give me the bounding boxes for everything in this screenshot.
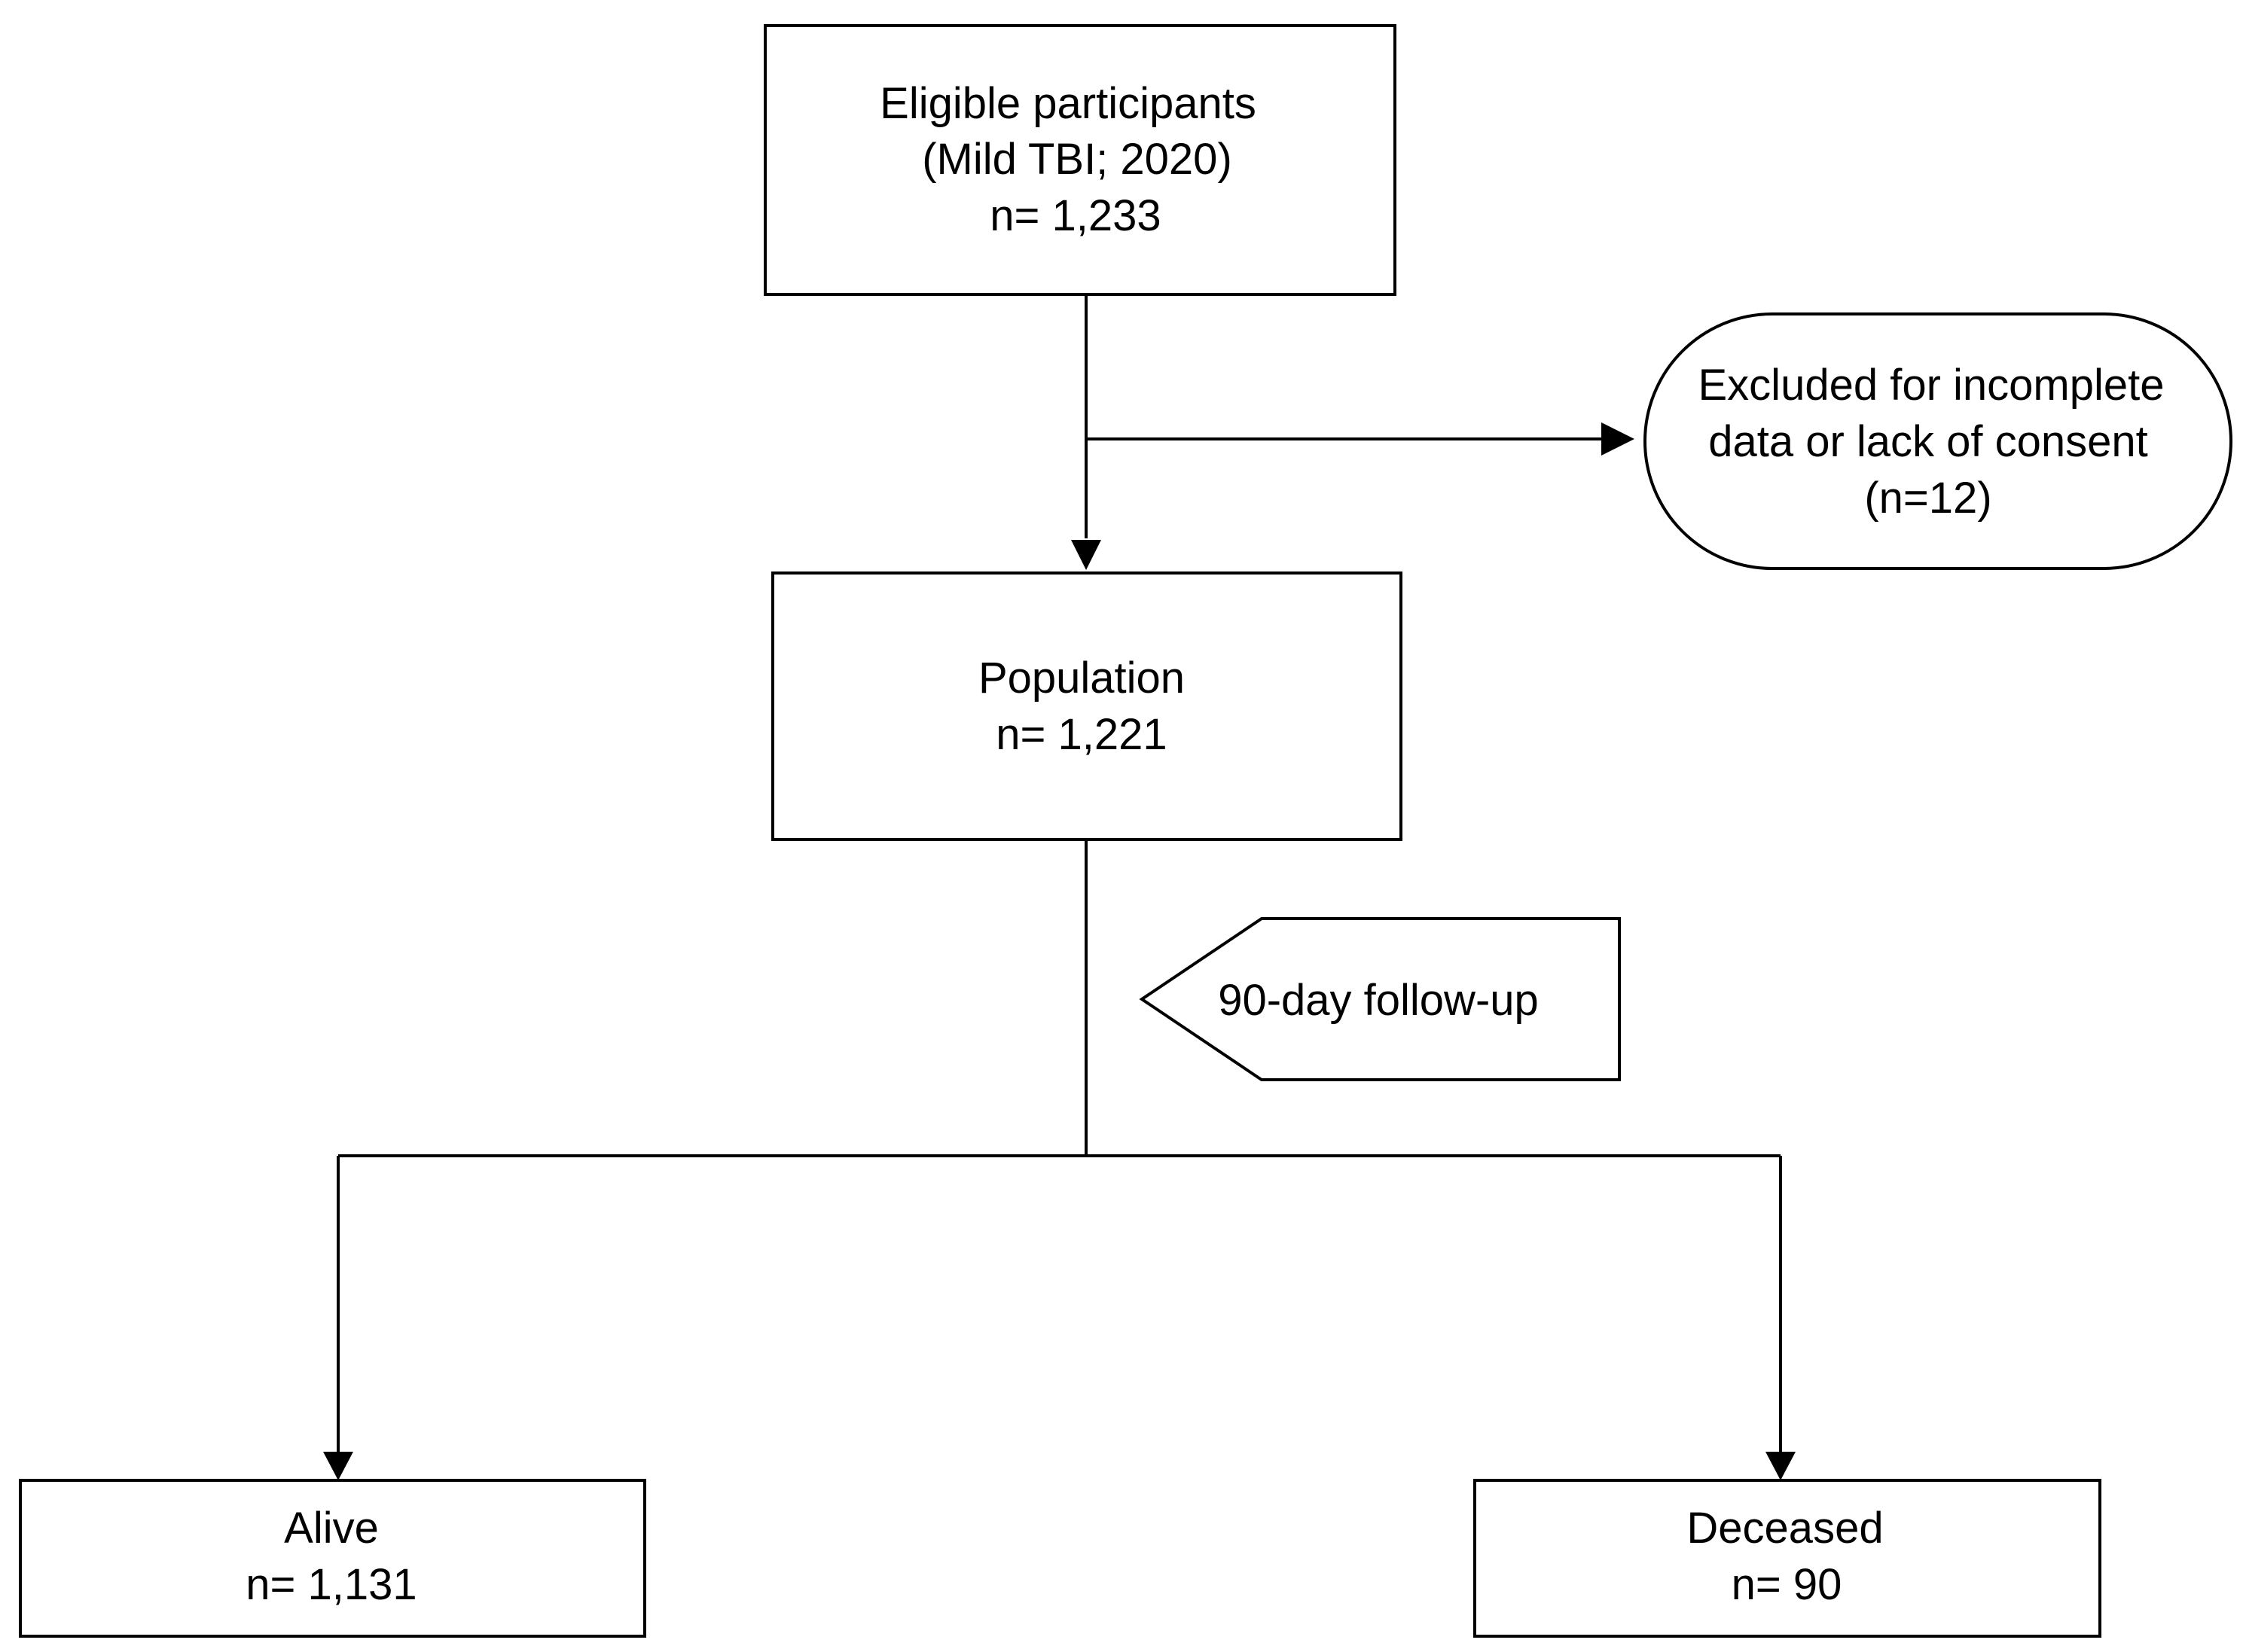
followup-label: 90-day follow-up <box>1218 976 1539 1025</box>
excluded-line-2: data or lack of consent <box>1708 417 2148 466</box>
arrowhead-to-alive <box>323 1452 353 1480</box>
population-label: Population <box>978 654 1185 703</box>
deceased-box: Deceased n= 90 <box>1473 1479 2101 1638</box>
eligible-line-1: Eligible participants <box>880 79 1256 128</box>
eligible-line-2: (Mild TBI; 2020) <box>922 135 1232 184</box>
eligible-count: n= 1,233 <box>990 191 1161 240</box>
alive-count: n= 1,131 <box>246 1560 417 1609</box>
excluded-line-1: Excluded for incomplete <box>1698 361 2165 410</box>
excluded-box: Excluded for incomplete data or lack of … <box>1643 312 2232 570</box>
arrowhead-to-excluded <box>1601 422 1634 456</box>
eligible-box: Eligible participants (Mild TBI; 2020) n… <box>764 24 1396 296</box>
followup-callout: 90-day follow-up <box>1139 917 1621 1081</box>
excluded-count: (n=12) <box>1864 474 1991 523</box>
deceased-count: n= 90 <box>1732 1560 1842 1609</box>
population-count: n= 1,221 <box>996 710 1167 759</box>
arrowhead-to-deceased <box>1765 1452 1796 1480</box>
deceased-label: Deceased <box>1686 1504 1883 1553</box>
population-box: Population n= 1,221 <box>771 571 1402 841</box>
alive-label: Alive <box>284 1504 379 1553</box>
alive-box: Alive n= 1,131 <box>19 1479 646 1638</box>
arrowhead-to-population <box>1071 540 1101 570</box>
